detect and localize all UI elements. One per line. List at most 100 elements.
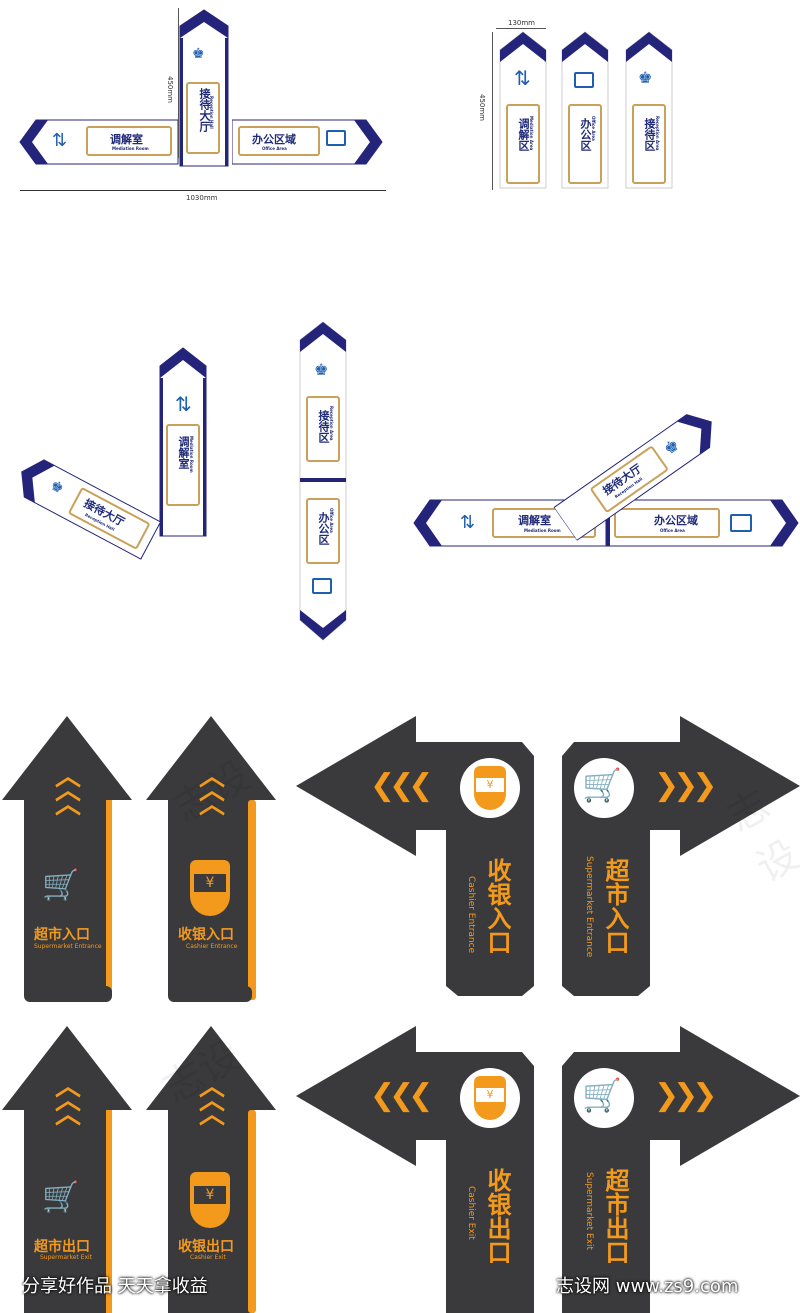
height-dimension: 450mm [478,94,486,121]
chevrons-right: ❯❯❯ [654,768,717,803]
mediation-area-label: 调解区 [517,118,530,151]
vertical-sign-office [561,31,609,189]
shopping-cart-icon: 🛒 [582,766,622,804]
briefcase-icon [326,130,346,146]
shopping-cart-icon: 🛒 [42,1180,80,1215]
office-area-en: Office Area [329,508,334,533]
cashier-hand-icon: ¥ [474,766,506,810]
cashier-exit-label: 收银出口 [483,1168,511,1264]
cashier-exit-en: Cashier Exit [466,1186,476,1240]
cashier-hand-icon: ¥ [190,1172,230,1228]
office-area-en: Office Area [660,528,685,533]
cashier-entrance-en: Cashier Entrance [186,943,238,950]
label-frame [166,424,200,506]
up-arrow-cashier-exit [146,1026,276,1313]
sign-width-dimension: 130mm [508,19,535,27]
reception-hall-label: 接待大厅 [198,88,211,132]
reception-area-en: Reception Area [655,116,660,151]
mediation-room-en: Mediation Room [524,528,561,533]
office-area-en: Office Area [262,146,287,151]
exchange-icon: ⇅ [52,130,68,151]
supermarket-exit-label: 超市出口 [601,1168,629,1264]
chevrons-left: ❮❮❮ [370,1078,433,1113]
footer-slogan: 分享好作品 天天拿收益 [22,1276,208,1297]
supermarket-exit-label: 超市出口 [34,1239,90,1255]
tilted-reception-sign: ♚ 接待大厅 Reception Hall [9,451,163,562]
chevrons-up: ︿︿︿ [54,762,81,820]
shopping-cart-icon: 🛒 [42,868,80,903]
reception-area-label: 接待区 [643,118,656,151]
dimension-line [20,190,386,191]
up-arrow-supermarket-entrance [2,716,132,1002]
up-arrow-cashier-entrance [146,716,276,1002]
briefcase-icon [730,514,752,532]
height-dimension: 450mm [166,76,174,103]
cashier-hand-icon: ¥ [190,860,230,916]
cashier-exit-en: Cashier Exit [190,1254,226,1261]
footer-site[interactable]: 志设网 www.zs9.com [556,1276,739,1297]
up-arrow-supermarket-exit [2,1026,132,1313]
cashier-entrance-en: Cashier Entrance [466,876,476,954]
briefcase-icon [574,72,594,88]
exchange-icon: ⇅ [175,392,192,416]
double-vertical-sign [299,321,347,641]
up-arrow-sign [179,9,229,167]
office-area-label: 办公区域 [654,514,698,527]
chevrons-left: ❮❮❮ [370,768,433,803]
reception-area-label: 接待区 [317,410,330,443]
label-frame [186,82,220,154]
icon-circle [574,758,634,818]
left-arrow-cashier-entrance [296,716,534,996]
reception-desk-icon: ♚ [638,68,653,87]
shopping-cart-icon: 🛒 [582,1076,622,1114]
vertical-sign-reception [625,31,673,189]
mediation-room-label: 调解室 [518,514,551,527]
chevrons-up: ︿︿︿ [54,1072,81,1130]
right-arrow-sign [606,499,799,547]
label-frame [86,126,172,156]
label-frame [306,396,340,462]
dimension-line [492,32,493,190]
tilted-reception-sign: 接待大厅 Reception Hall ♚ [553,403,726,542]
supermarket-exit-en: Supermarket Exit [584,1172,594,1251]
mediation-area-en: Mediation Area [529,116,534,151]
label-frame [632,104,666,184]
cashier-entrance-label: 收银入口 [178,927,234,943]
label-frame [506,104,540,184]
office-area-label: 办公区域 [252,133,296,146]
supermarket-entrance-en: Supermarket Entrance [34,943,102,950]
cashier-exit-label: 收银出口 [178,1239,234,1255]
chevrons-right: ❯❯❯ [654,1078,717,1113]
mediation-up-sign [159,347,207,537]
reception-hall-en: Reception Hall [209,96,214,129]
dimension-line [496,28,546,29]
label-frame [614,508,720,538]
exchange-icon: ⇅ [514,66,531,90]
mediation-room-label: 调解室 [177,436,190,469]
mediation-room-en: Mediation Room [112,146,149,151]
briefcase-icon [312,578,332,594]
mediation-room-en: Mediation Room [189,436,194,473]
label-frame [238,126,320,156]
icon-circle [574,1068,634,1128]
supermarket-exit-en: Supermarket Exit [40,1254,93,1261]
reception-desk-icon: ♚ [314,360,329,379]
office-area-label: 办公区 [317,512,330,545]
label-frame [306,498,340,564]
vertical-sign-mediation [499,31,547,189]
reception-desk-icon: ♚ [192,46,205,62]
dimension-line [178,8,179,158]
supermarket-entrance-label: 超市入口 [34,927,90,943]
exchange-icon: ⇅ [460,512,476,533]
reception-area-en: Reception Area [329,406,334,441]
mediation-room-label: 调解室 [110,133,143,146]
office-area-en: Office Area [591,116,596,141]
label-frame [568,104,602,184]
supermarket-entrance-label: 超市入口 [601,858,629,954]
supermarket-entrance-en: Supermarket Entrance [584,856,594,958]
left-arrow-sign [19,119,179,165]
cashier-entrance-label: 收银入口 [483,858,511,954]
width-dimension: 1030mm [186,194,218,202]
cashier-hand-icon: ¥ [474,1076,506,1120]
office-area-label: 办公区 [579,118,592,151]
